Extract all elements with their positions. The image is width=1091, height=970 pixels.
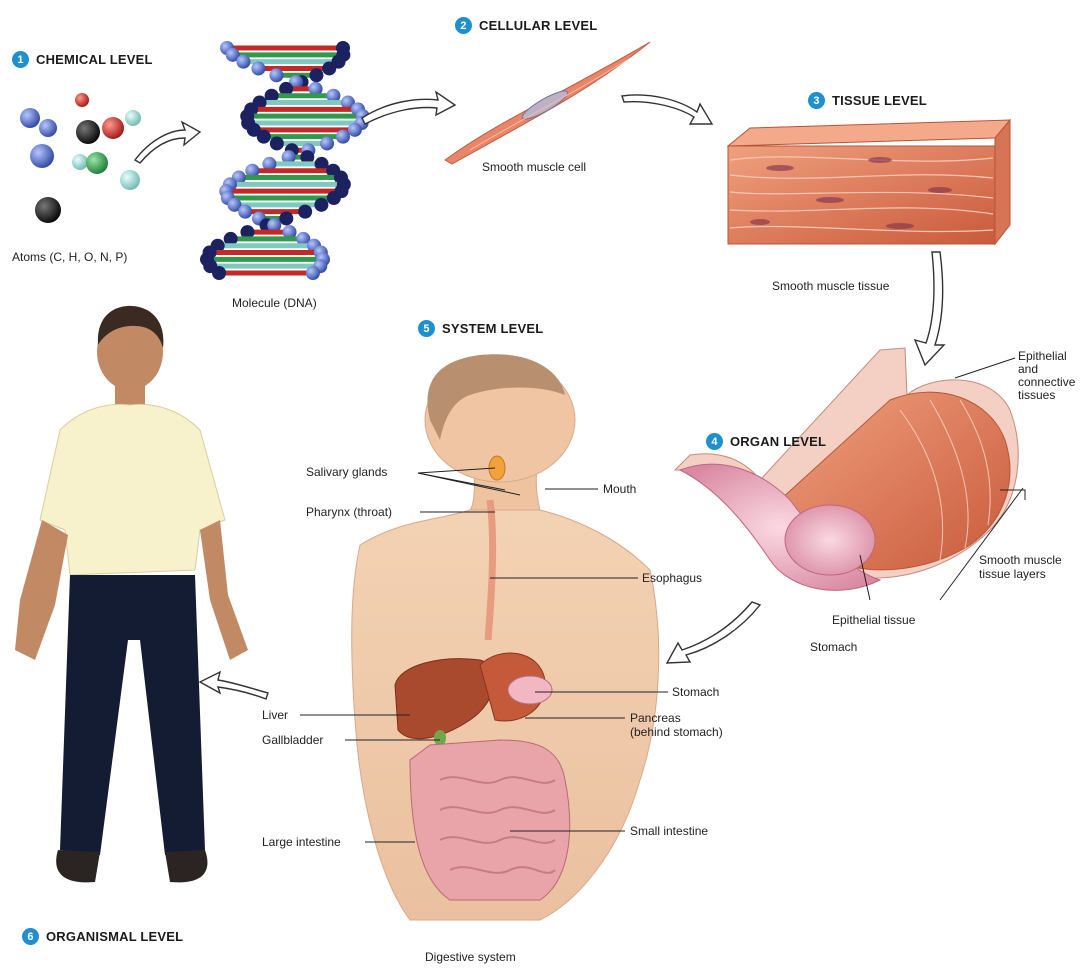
- epithelial-tissue-label: Epithelial tissue: [832, 613, 915, 627]
- mouth-label: Mouth: [603, 482, 636, 496]
- level-title: SYSTEM LEVEL: [442, 321, 543, 336]
- person-organism-illustration: [15, 306, 248, 882]
- dna-backbone-atom: [279, 211, 293, 225]
- dna-backbone-atom: [314, 198, 328, 212]
- tissue-level-heading: 3 TISSUE LEVEL: [808, 92, 927, 109]
- dna-backbone-atom: [257, 130, 271, 144]
- pancreas-label: Pancreas (behind stomach): [630, 711, 723, 739]
- dna-backbone-atom: [298, 205, 312, 219]
- level-number-badge: 1: [12, 51, 29, 68]
- dna-backbone-atom: [238, 205, 252, 219]
- level-number-badge: 6: [22, 928, 39, 945]
- pharynx-label: Pharynx (throat): [306, 505, 392, 519]
- smooth-muscle-cell-illustration: [445, 42, 650, 164]
- digestive-system-caption: Digestive system: [425, 950, 516, 964]
- atoms-illustration: [20, 93, 141, 223]
- organismal-level-heading: 6 ORGANISMAL LEVEL: [22, 928, 183, 945]
- label-line: tissues: [1018, 389, 1075, 402]
- dna-backbone-atom: [309, 68, 323, 82]
- chemical-level-heading: 1 CHEMICAL LEVEL: [12, 51, 153, 68]
- level-title: CHEMICAL LEVEL: [36, 52, 153, 67]
- molecule-caption: Molecule (DNA): [232, 296, 317, 310]
- dna-molecule-illustration: [200, 41, 370, 280]
- level-number-badge: 5: [418, 320, 435, 337]
- salivary-glands-label: Salivary glands: [306, 465, 387, 479]
- atoms-caption: Atoms (C, H, O, N, P): [12, 250, 127, 264]
- gallbladder-label: Gallbladder: [262, 733, 323, 747]
- level-number-badge: 2: [455, 17, 472, 34]
- dna-backbone-atom: [269, 68, 283, 82]
- tissue-caption: Smooth muscle tissue: [772, 279, 889, 293]
- epithelial-connective-label: Epithelial and connective tissues: [1018, 350, 1075, 402]
- label-line: Smooth muscle: [979, 553, 1062, 567]
- dna-backbone-atom: [251, 61, 265, 75]
- small-intestine-label: Small intestine: [630, 824, 708, 838]
- stomach-system-label: Stomach: [672, 685, 719, 699]
- dna-backbone-atom: [320, 136, 334, 150]
- dna-backbone-atom: [327, 191, 341, 205]
- level-number-badge: 4: [706, 433, 723, 450]
- cell-caption: Smooth muscle cell: [482, 160, 586, 174]
- label-line: tissue layers: [979, 567, 1062, 581]
- smooth-muscle-tissue-illustration: [728, 120, 1010, 244]
- stomach-organ-illustration: [675, 348, 1018, 590]
- cellular-level-heading: 2 CELLULAR LEVEL: [455, 17, 597, 34]
- dna-backbone-atom: [236, 55, 250, 69]
- dna-backbone-atom: [306, 266, 320, 280]
- level-title: ORGANISMAL LEVEL: [46, 929, 183, 944]
- liver-label: Liver: [262, 708, 288, 722]
- digestive-system-illustration: [352, 354, 659, 920]
- label-line: Pancreas: [630, 711, 723, 725]
- dna-backbone-atom: [336, 130, 350, 144]
- large-intestine-label: Large intestine: [262, 835, 341, 849]
- dna-backbone-atom: [270, 136, 284, 150]
- level-number-badge: 3: [808, 92, 825, 109]
- smooth-muscle-layers-label: Smooth muscle tissue layers: [979, 553, 1062, 581]
- system-level-heading: 5 SYSTEM LEVEL: [418, 320, 543, 337]
- dna-backbone-atom: [348, 123, 362, 137]
- level-title: ORGAN LEVEL: [730, 434, 826, 449]
- label-line: (behind stomach): [630, 725, 723, 739]
- dna-backbone-atom: [322, 61, 336, 75]
- level-title: CELLULAR LEVEL: [479, 18, 597, 33]
- level-title: TISSUE LEVEL: [832, 93, 927, 108]
- stomach-caption: Stomach: [810, 640, 857, 654]
- organ-level-heading: 4 ORGAN LEVEL: [706, 433, 826, 450]
- dna-backbone-atom: [212, 266, 226, 280]
- esophagus-label: Esophagus: [642, 571, 702, 585]
